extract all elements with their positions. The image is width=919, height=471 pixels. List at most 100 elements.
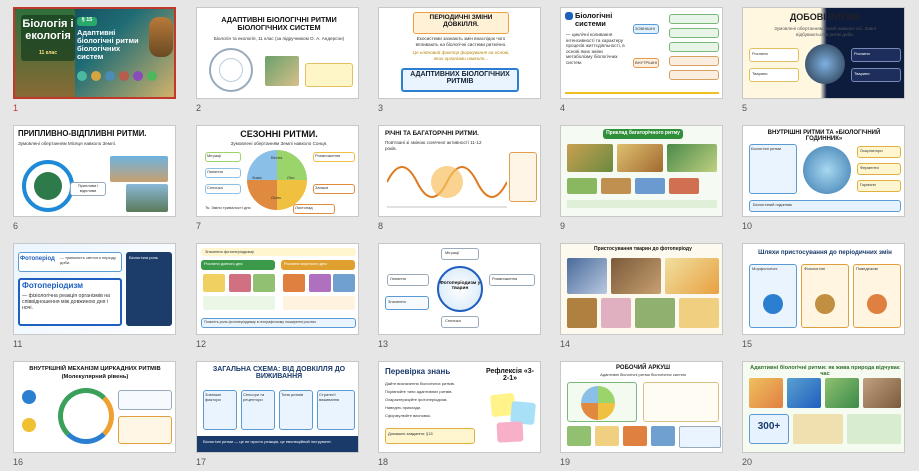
slide-number: 19 xyxy=(560,457,571,467)
slide-title: ПЕРІОДИЧНІ ЗМІНИ ДОВКІЛЛЯ. xyxy=(429,14,493,28)
slide-thumbnail-17[interactable]: ЗАГАЛЬНА СХЕМА: ВІД ДОВКІЛЛЯ ДО ВИЖИВАНН… xyxy=(196,361,361,471)
slide-inner-rhythms: Біологічні ритми xyxy=(751,146,782,151)
slide-preview[interactable]: Адаптивні біологічні ритми: як жива прир… xyxy=(742,361,905,453)
slide-card-breeding: Розмноження xyxy=(315,153,341,158)
slide-subtitle: Адаптивні біологічні ритми біологічних с… xyxy=(77,28,139,61)
slide-thumbnail-2[interactable]: АДАПТИВНІ БІОЛОГІЧНІ РИТМИ БІОЛОГІЧНИХ С… xyxy=(196,7,361,117)
slide-footer: Біологічний годинник xyxy=(753,202,792,207)
slide-number: 20 xyxy=(742,457,753,467)
slide-node-3: Сплячка xyxy=(445,318,461,323)
slide-thumbnail-5[interactable]: ДОБОВІ РИТМИ Зумовлені обертанням Землі … xyxy=(742,7,907,117)
slide-title: ПРИПЛИВНО-ВІДПЛИВНІ РИТМИ. xyxy=(18,129,147,138)
slide-title: СЕЗОННІ РИТМИ. xyxy=(240,129,318,139)
slide-subtitle: Зумовлені обертанням Землі навколо осі. … xyxy=(774,26,876,37)
slide-thumbnail-13[interactable]: Фотоперіодизм у тварин Міграції Розмноже… xyxy=(378,243,543,353)
slide-card-molting: Линяння xyxy=(207,169,223,174)
slide-preview[interactable]: СЕЗОННІ РИТМИ. Зумовлені обертанням Земл… xyxy=(196,125,359,217)
slide-season-autumn: Осінь xyxy=(271,195,282,200)
slide-preview[interactable]: ПЕРІОДИЧНІ ЗМІНИ ДОВКІЛЛЯ. Екосистеми за… xyxy=(378,7,541,99)
slide-note: Це ключовий фактор формування на основі,… xyxy=(412,50,510,61)
slide-footer: Значення xyxy=(388,299,406,304)
slide-title: Приклад багаторічного ритму xyxy=(606,130,680,136)
slide-thumbnail-20[interactable]: Адаптивні біологічні ритми: як жива прир… xyxy=(742,361,907,471)
slide-tag: § 15 xyxy=(81,17,93,23)
slide-thumbnail-7[interactable]: СЕЗОННІ РИТМИ. Зумовлені обертанням Земл… xyxy=(196,125,361,235)
slide-number: 11 xyxy=(13,339,23,349)
slide-number: 3 xyxy=(378,103,384,113)
slide-side-title: Біологічна роль xyxy=(129,255,159,260)
slide-thumbnail-4[interactable]: Біологічні системи — циклічні коливання … xyxy=(560,7,725,117)
slide-thumbnail-18[interactable]: Перевірка знань Дайте визначення біологі… xyxy=(378,361,543,471)
slide-preview[interactable]: РІЧНІ ТА БАГАТОРІЧНІ РИТМИ. Пов'язані зі… xyxy=(378,125,541,217)
slide-preview[interactable]: Біологія і екологія 11 клас § 15 Адаптив… xyxy=(13,7,176,99)
slide-number: 17 xyxy=(196,457,207,467)
slide-preview[interactable]: Фотоперіодизм у тварин Міграції Розмноже… xyxy=(378,243,541,335)
slide-preview[interactable]: Перевірка знань Дайте визначення біологі… xyxy=(378,361,541,453)
slide-subtitle: Біологія та екологія, 11 клас (за підруч… xyxy=(213,36,345,41)
slide-thumbnail-16[interactable]: ВНУТРІШНІЙ МЕХАНІЗМ ЦИРКАДНИХ РИТМІВ (Мо… xyxy=(13,361,178,471)
slide-title: Перевірка знань xyxy=(385,367,451,376)
slide-preview[interactable]: АДАПТИВНІ БІОЛОГІЧНІ РИТМИ БІОЛОГІЧНИХ С… xyxy=(196,7,359,99)
slide-number: 1 xyxy=(13,103,19,113)
slide-footer: Домашнє завдання: §15 xyxy=(388,431,433,436)
slide-thumbnail-19[interactable]: РОБОЧИЙ АРКУШ Адаптивні біологічні ритми… xyxy=(560,361,725,471)
slide-subtitle: Адаптивні біологічні ритми біологічних с… xyxy=(600,372,686,377)
slide-term-1-text: — тривалість світлого періоду доби. xyxy=(60,255,116,265)
slide-number: 12 xyxy=(196,339,207,349)
slide-preview[interactable]: Шляхи пристосування до періодичних змін … xyxy=(742,243,905,335)
slide-thumbnail-14[interactable]: Пристосування тварин до фотоперіоду 14 xyxy=(560,243,725,353)
slide-preview[interactable]: Пристосування тварин до фотоперіоду xyxy=(560,243,723,335)
slide-thumbnail-12[interactable]: Значення фотоперіодизму Рослини довгого … xyxy=(196,243,361,353)
slide-preview[interactable]: ВНУТРІШНІЙ МЕХАНІЗМ ЦИРКАДНИХ РИТМІВ (Мо… xyxy=(13,361,176,453)
slide-note: Ts: Зміни тривалості дня xyxy=(205,205,251,210)
slide-thumbnail-15[interactable]: Шляхи пристосування до періодичних змін … xyxy=(742,243,907,353)
slide-oscillators: Осцилятори xyxy=(860,148,883,153)
slide-right-plants: Рослини xyxy=(854,51,870,56)
slide-preview[interactable]: РОБОЧИЙ АРКУШ Адаптивні біологічні ритми… xyxy=(560,361,723,453)
slide-preview[interactable]: ДОБОВІ РИТМИ Зумовлені обертанням Землі … xyxy=(742,7,905,99)
slide-title: РІЧНІ ТА БАГАТОРІЧНІ РИТМИ. xyxy=(385,130,479,137)
slide-card-hibernation: Сплячка xyxy=(207,185,223,190)
slide-col-3: Поведінкові xyxy=(856,266,878,271)
slide-preview[interactable]: Фотоперіод — тривалість світлого періоду… xyxy=(13,243,176,335)
slide-title: Пристосування тварин до фотоперіоду xyxy=(594,246,692,252)
slide-box-3: Типи ритмів xyxy=(281,392,304,397)
slide-left-animals: Тварини xyxy=(752,71,768,76)
slide-thumbnail-9[interactable]: Приклад багаторічного ритму 9 xyxy=(560,125,725,235)
slide-node-4: Линяння xyxy=(390,276,406,281)
slide-number: 2 xyxy=(196,103,202,113)
slide-number: 4 xyxy=(560,103,566,113)
slide-thumbnail-1[interactable]: Біологія і екологія 11 клас § 15 Адаптив… xyxy=(13,7,178,117)
slide-box-4: Стратегії виживання xyxy=(319,392,340,402)
slide-enzymes: Ферменти xyxy=(860,165,879,170)
slide-thumbnail-10[interactable]: ВНУТРІШНІ РИТМИ ТА «БІОЛОГІЧНИЙ ГОДИННИК… xyxy=(742,125,907,235)
slide-card-stocks: Запаси xyxy=(315,185,329,190)
wave-chart xyxy=(387,166,507,208)
slide-center-label: Припливи і відпливи xyxy=(77,183,99,193)
slide-thumbnail-6[interactable]: ПРИПЛИВНО-ВІДПЛИВНІ РИТМИ. Зумовлені обе… xyxy=(13,125,178,235)
slide-lead: — циклічні коливання інтенсивності та ха… xyxy=(566,32,625,65)
slide-subtitle: (Молекулярний рівень) xyxy=(61,374,129,380)
slide-right-col: Рослини короткого дня xyxy=(284,261,327,266)
slide-preview[interactable]: Значення фотоперіодизму Рослини довгого … xyxy=(196,243,359,335)
slide-number: 13 xyxy=(378,339,389,349)
slide-preview[interactable]: Приклад багаторічного ритму xyxy=(560,125,723,217)
slide-badge: 11 клас xyxy=(39,50,57,56)
slide-number: 5 xyxy=(742,103,748,113)
slide-season-summer: Літо xyxy=(287,175,295,180)
slide-number: 16 xyxy=(13,457,24,467)
slide-thumbnail-3[interactable]: ПЕРІОДИЧНІ ЗМІНИ ДОВКІЛЛЯ. Екосистеми за… xyxy=(378,7,543,117)
slide-thumbnail-11[interactable]: Фотоперіод — тривалість світлого періоду… xyxy=(13,243,178,353)
slide-thumbnail-8[interactable]: РІЧНІ ТА БАГАТОРІЧНІ РИТМИ. Пов'язані зі… xyxy=(378,125,543,235)
slide-title: РОБОЧИЙ АРКУШ xyxy=(616,365,670,371)
slide-title: Адаптивні біологічні ритми: як жива прир… xyxy=(750,365,900,377)
slide-right-animals: Тварини xyxy=(854,71,870,76)
slide-preview[interactable]: Біологічні системи — циклічні коливання … xyxy=(560,7,723,99)
slide-preview[interactable]: ЗАГАЛЬНА СХЕМА: ВІД ДОВКІЛЛЯ ДО ВИЖИВАНН… xyxy=(196,361,359,453)
slide-preview[interactable]: ВНУТРІШНІ РИТМИ ТА «БІОЛОГІЧНИЙ ГОДИННИК… xyxy=(742,125,905,217)
slide-left-col: Рослини довгого дня xyxy=(204,261,243,266)
slide-node-2: Розмноження xyxy=(492,276,518,281)
slide-preview[interactable]: ПРИПЛИВНО-ВІДПЛИВНІ РИТМИ. Зумовлені обе… xyxy=(13,125,176,217)
slide-hormones: Гормони xyxy=(860,182,876,187)
slide-title: АДАПТИВНІ БІОЛОГІЧНІ РИТМИ БІОЛОГІЧНИХ С… xyxy=(221,15,337,32)
